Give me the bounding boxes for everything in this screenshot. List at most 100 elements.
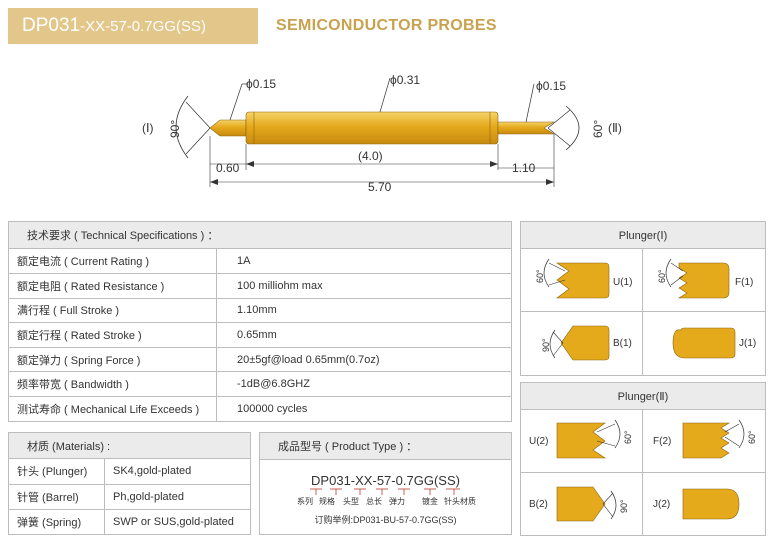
plunger-2-title: Plunger(Ⅱ): [521, 383, 765, 410]
code-length: 57: [376, 473, 392, 488]
spec-label: 额定电流 ( Current Rating ): [8, 249, 217, 275]
left-plunger-tip: [209, 119, 247, 137]
spec-value: 1A: [216, 249, 512, 275]
right-end-label: (Ⅱ): [608, 121, 622, 135]
plunger-1-panel: Plunger(Ⅰ) 60° U(1) 60° F(1): [520, 221, 766, 376]
tip-b1-drawing: 90°: [541, 325, 610, 361]
right-tip-diameter: ϕ0.15: [536, 79, 566, 93]
total-length: 5.70: [368, 180, 392, 194]
tip-b1-angle: 90°: [541, 338, 551, 352]
spec-label: 频率带宽 ( Bandwidth ): [8, 371, 217, 398]
model-title: DP031-XX-57-0.7GG(SS): [8, 8, 258, 44]
category-title: SEMICONDUCTOR PROBES: [276, 17, 497, 34]
part-label-force: 弹力: [389, 496, 405, 506]
code-series: DP031: [311, 473, 351, 488]
part-label-spec: 规格: [319, 496, 335, 506]
spec-value: 1.10mm: [216, 298, 512, 324]
spec-heading: 技术要求 ( Technical Specifications ) ：: [8, 221, 512, 249]
tip-b2-drawing: 90°: [556, 486, 629, 521]
tip-b1-code: B(1): [613, 338, 632, 349]
part-label-plating: 镀金: [422, 496, 438, 506]
order-example: 订购举例:DP031-BU-57-0.7GG(SS): [314, 515, 457, 525]
tip-f1-drawing: 60°: [657, 258, 730, 299]
tip-option-f1: 60° F(1): [643, 249, 765, 312]
plunger-1-title: Plunger(Ⅰ): [521, 222, 765, 249]
table-row: 测试寿命 ( Mechanical Life Exceeds )100000 c…: [8, 396, 512, 422]
spec-label: 额定电阻 ( Rated Resistance ): [8, 273, 217, 299]
product-type-heading: 成品型号 ( Product Type ) ：: [260, 433, 511, 460]
tip-u2-code: U(2): [529, 436, 549, 447]
table-row: 额定电阻 ( Rated Resistance )100 milliohm ma…: [8, 273, 512, 299]
spec-label: 测试寿命 ( Mechanical Life Exceeds ): [8, 396, 217, 422]
tip-j2-code: J(2): [653, 498, 671, 510]
left-end-label: (Ⅰ): [142, 121, 154, 135]
left-tip-diameter: ϕ0.15: [246, 77, 276, 91]
barrel-diameter: ϕ0.31: [390, 73, 420, 87]
code-plating: GG: [413, 473, 434, 488]
tip-u1-angle: 60°: [535, 269, 545, 283]
spec-label: 满行程 ( Full Stroke ): [8, 298, 217, 324]
tip-f2-code: F(2): [653, 436, 672, 447]
materials-heading: 材质 (Materials) :: [8, 432, 251, 459]
spec-value: 0.65mm: [216, 322, 512, 348]
model-main: DP031: [22, 15, 81, 36]
part-label-series: 系列: [297, 496, 313, 506]
tip-b2-code: B(2): [529, 498, 548, 510]
code-force: 0.7: [395, 473, 414, 488]
right-plunger: [497, 121, 556, 135]
tip-u2-drawing: 60°: [556, 419, 633, 459]
table-row: 频率带宽 ( Bandwidth )-1dB@6.8GHZ: [8, 371, 512, 398]
material-label: 针头 (Plunger): [8, 459, 105, 485]
tip-u2-angle: 60°: [623, 430, 633, 444]
table-row: 额定行程 ( Rated Stroke )0.65mm: [8, 322, 512, 348]
left-angle: 90°: [168, 120, 182, 138]
part-label-head: 头型: [343, 496, 359, 506]
table-row: 额定弹力 ( Spring Force )20±5gf@load 0.65mm(…: [8, 347, 512, 373]
table-row: 弹簧 (Spring)SWP or SUS,gold-plated: [8, 509, 251, 535]
spec-value: 20±5gf@load 0.65mm(0.7oz): [216, 347, 512, 373]
tip-option-f2: 60° F(2): [643, 410, 765, 473]
tip-j1-drawing: [672, 327, 736, 359]
spec-value: 100 milliohm max: [216, 273, 512, 299]
table-row: 额定电流 ( Current Rating )1A: [8, 249, 512, 275]
material-label: 弹簧 (Spring): [8, 509, 105, 535]
material-value: SWP or SUS,gold-plated: [104, 509, 251, 535]
tip-u1-drawing: 60°: [535, 258, 610, 299]
materials-table: 材质 (Materials) : 针头 (Plunger)SK4,gold-pl…: [8, 432, 251, 535]
tip-j1-code: J(1): [739, 338, 757, 349]
tip-b2-angle: 90°: [619, 498, 629, 512]
spec-value: 100000 cycles: [216, 396, 512, 422]
tip-option-u2: 60° U(2): [521, 410, 643, 473]
spec-table: 技术要求 ( Technical Specifications ) ： 额定电流…: [8, 221, 512, 422]
tip-f1-angle: 60°: [657, 269, 667, 283]
material-value: SK4,gold-plated: [104, 459, 251, 485]
tip-option-u1: 60° U(1): [521, 249, 643, 312]
right-angle-arc: [565, 105, 580, 151]
tip-f2-angle: 60°: [747, 430, 757, 444]
table-row: 针管 (Barrel)Ph,gold-plated: [8, 484, 251, 510]
barrel-length: (4.0): [358, 149, 383, 163]
left-angle-arc: [175, 95, 189, 159]
tip-option-b2: 90° B(2): [521, 472, 643, 535]
tip-option-b1: 90° B(1): [521, 312, 643, 375]
tip-f2-drawing: 60°: [682, 419, 757, 459]
material-label: 针管 (Barrel): [8, 484, 105, 510]
table-row: 针头 (Plunger)SK4,gold-plated: [8, 459, 251, 485]
table-row: 满行程 ( Full Stroke )1.10mm: [8, 298, 512, 324]
model-suffix: -XX-57-0.7GG(SS): [80, 17, 206, 35]
product-type-panel: 成品型号 ( Product Type ) ： DP031-XX-57-0.7G…: [259, 432, 512, 535]
code-material: (SS): [433, 473, 460, 488]
probe-drawing: (Ⅰ) (Ⅱ) 90° 60° ϕ0.15 ϕ0.31 ϕ0.15 0.60 (…: [142, 73, 622, 194]
right-length: 1.10: [512, 161, 536, 175]
right-angle: 60°: [591, 120, 605, 138]
probe-barrel: [245, 111, 499, 145]
part-label-tip-material: 针头材质: [444, 496, 476, 506]
tip-u1-code: U(1): [613, 277, 633, 288]
code-spec: XX: [355, 473, 373, 488]
spec-label: 额定行程 ( Rated Stroke ): [8, 322, 217, 348]
tip-f1-code: F(1): [735, 277, 754, 288]
product-code-breakdown: 系列 规格 头型 总长 弹力 镀金 针头材质: [297, 488, 476, 506]
spec-label: 额定弹力 ( Spring Force ): [8, 347, 217, 373]
left-length: 0.60: [216, 161, 240, 175]
material-value: Ph,gold-plated: [104, 484, 251, 510]
